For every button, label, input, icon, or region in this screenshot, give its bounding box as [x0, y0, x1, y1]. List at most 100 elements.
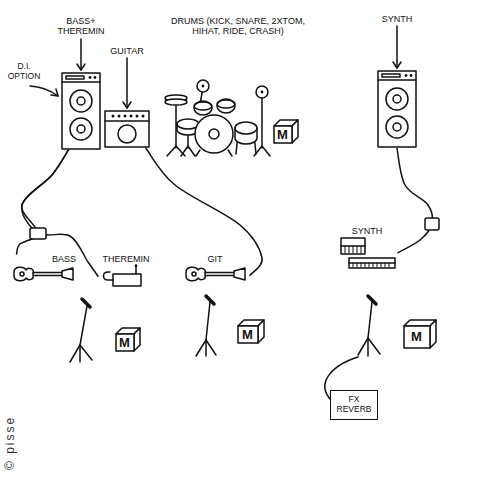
drum-kit-part [235, 122, 257, 134]
monitor-letter: M [119, 336, 130, 351]
di-option-arrow-part [30, 86, 58, 96]
pointer-arrow-part [126, 58, 128, 108]
monitor-wedge-part [404, 326, 430, 348]
node-label: BASS+ THEREMIN [50, 16, 112, 37]
synth-keyboards-part [357, 246, 358, 253]
synth-keyboards-part [361, 263, 362, 267]
speaker-cabinet-part [378, 71, 416, 147]
node-label: SYNTH [382, 14, 413, 24]
microphone-stand-part [367, 338, 369, 356]
drum-kit-part [217, 99, 235, 113]
drum-kit-part [165, 99, 187, 105]
synth: SYNTH [336, 226, 398, 270]
node-label: GIT [208, 254, 223, 264]
pointer-arrow-part [80, 39, 82, 70]
pointer-arrow [387, 24, 407, 70]
bass-guitar-drawing-part [20, 272, 24, 276]
microphone-stand-part [70, 345, 92, 362]
theremin-box-part [104, 272, 114, 280]
synth-keyboards-part [377, 263, 378, 267]
speaker-cabinet-part [70, 118, 92, 140]
node-label: FX REVERB [334, 395, 374, 415]
speaker-cabinet-part [77, 97, 85, 105]
drum-kit-part [196, 150, 200, 156]
di-box [30, 228, 46, 239]
microphone-stand-part [82, 299, 90, 307]
speaker-cabinet-part [386, 116, 408, 138]
speaker-cabinet-part [94, 76, 97, 79]
bass-theremin-amp: BASS+ THEREMIN [50, 16, 112, 150]
guitar-drawing-part [234, 268, 245, 280]
monitor: M [114, 326, 142, 353]
synth-amp: SYNTH [370, 14, 424, 148]
drum-kit-part [181, 146, 195, 156]
monitor-letter: M [411, 330, 422, 345]
bass-guitar-drawing-part [14, 268, 33, 282]
di-option-note: D.I. OPTION [4, 62, 44, 82]
microphone-stand-part [80, 306, 87, 345]
microphone-stand [358, 296, 380, 356]
synth-keyboards-part [345, 246, 346, 253]
speaker-cabinet-part [393, 95, 401, 103]
pointer-arrow [117, 56, 137, 110]
electric-guitar: GIT [180, 254, 250, 284]
guitar-amp-part [118, 115, 121, 118]
pointer-arrow-part [396, 26, 398, 68]
copyright-mark: © pisse [4, 416, 18, 470]
synth-keyboards-part [357, 263, 358, 267]
microphone-stand [196, 296, 216, 356]
speaker-cabinet-part [378, 80, 416, 82]
guitar-amp-part [136, 115, 139, 118]
theremin: THEREMIN [98, 254, 154, 288]
di-box-part [30, 228, 46, 239]
monitor-letter: M [242, 328, 253, 343]
theremin-box-part [135, 265, 138, 268]
drum-kit-part [194, 102, 212, 110]
synth-keyboards-part [349, 263, 395, 265]
synth-keyboards-part [353, 263, 354, 267]
speaker-cabinet-part [382, 74, 400, 77]
guitar-drawing-part [192, 272, 196, 276]
theremin-box [101, 264, 151, 288]
speaker-cabinet-part [70, 90, 92, 112]
speaker-cabinet-part [410, 74, 413, 77]
synth-keyboards-part [385, 263, 386, 267]
drum-kit-part [194, 101, 212, 115]
speaker-cabinet-part [386, 88, 408, 110]
monitor-wedge-part [274, 126, 292, 143]
node-label: GUITAR [110, 46, 143, 56]
synth-keyboards-part [341, 238, 365, 254]
fx-reverb-box: FX REVERB [330, 390, 378, 420]
drum-kit-part [256, 86, 268, 98]
guitar-amp-part [124, 115, 127, 118]
drum-kit [165, 80, 270, 156]
drums-heading: DRUMS (KICK, SNARE, 2XTOM, HIHAT, RIDE, … [166, 16, 310, 37]
guitar-drawing-part [205, 272, 234, 274]
drum-kit-part [197, 80, 209, 92]
synth-keyboards-part [365, 263, 366, 267]
speaker-cabinet [377, 70, 417, 148]
speaker-cabinet-part [393, 123, 401, 131]
speaker-cabinet-part [62, 73, 100, 149]
speaker-cabinet [61, 72, 101, 150]
synth-keyboards-part [381, 263, 382, 267]
monitor-wedge-part [430, 320, 436, 348]
node-label: SYNTH [352, 226, 383, 236]
monitor-letter: M [277, 128, 288, 143]
guitar-amp-part [118, 125, 136, 143]
monitor: M [236, 318, 266, 345]
drum-kit-part [261, 94, 263, 148]
bass-guitar-drawing-part [33, 275, 62, 277]
pointer-arrow-part [123, 102, 131, 108]
node-label: BASS [52, 254, 76, 264]
guitar-amp-part [142, 115, 145, 118]
cable [22, 150, 98, 277]
speaker-cabinet-part [62, 81, 100, 83]
microphone-stand-part [368, 302, 372, 338]
pointer-arrow [71, 37, 91, 72]
synth-keyboards-part [349, 246, 350, 253]
speaker-cabinet-part [66, 76, 84, 79]
monitor-wedge-part [258, 320, 264, 343]
theremin-box-part [135, 265, 137, 274]
drum-kit-part [228, 150, 232, 156]
